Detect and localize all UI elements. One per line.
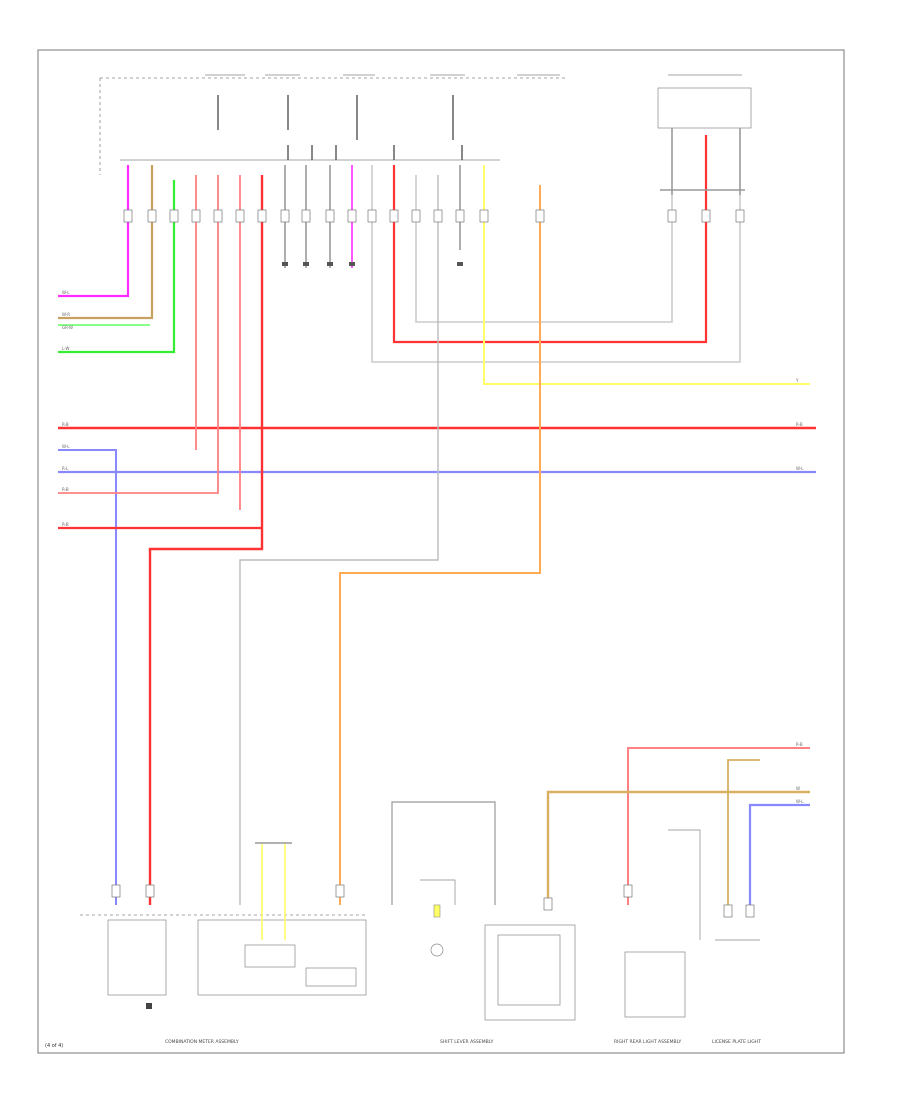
wire-light-gray-loop (371, 165, 741, 363)
wire-yellow (483, 165, 810, 385)
wire-tag: GR-W (62, 325, 73, 330)
right-wire-tags: Y R-B W-L R-B W W-L (795, 378, 804, 804)
component-label: RIGHT REAR LIGHT ASSEMBLY (614, 1039, 682, 1045)
wire-light-red-lower (627, 747, 810, 905)
wire-gray-lower (391, 801, 496, 905)
wire-light-red-2 (58, 175, 219, 494)
wire-tag: W (796, 786, 800, 791)
diagram-frame (37, 49, 845, 1054)
top-terminal-stubs (217, 95, 463, 160)
wire-tag: R-B (62, 422, 69, 427)
left-wire-tags: W-L W-R GR-W L-W R-B W-L R-L R-B R-B (62, 290, 73, 527)
component-label: COMBINATION METER ASSEMBLY (165, 1039, 239, 1045)
wire-blue-drop (58, 449, 117, 905)
page-code: (4 of 4) (45, 1043, 63, 1049)
meter-yellow-wires (255, 842, 292, 940)
wire-pink (58, 165, 130, 298)
wire-tag: R-L (62, 466, 69, 471)
component-label: SHIFT LEVER ASSEMBLY (440, 1039, 494, 1045)
wire-tag: W-R (62, 312, 70, 317)
wire-tag: R-B (796, 422, 803, 427)
wire-light-gray-2 (415, 175, 673, 323)
wire-tag: R-B (62, 522, 69, 527)
wire-tag: L-W (62, 346, 69, 351)
wire-green (58, 180, 176, 354)
wire-tan-lower (546, 790, 810, 905)
component-label: LICENSE PLATE LIGHT (712, 1039, 761, 1045)
wire-tag: R-B (796, 742, 803, 747)
wire-tag: W-L (62, 444, 70, 449)
ground-markers (282, 262, 463, 266)
license-plate-light-block: LICENSE PLATE LIGHT (712, 939, 761, 1045)
wire-red-right (392, 135, 708, 344)
wire-tag: W-L (796, 799, 804, 804)
wire-blue-lower (748, 803, 810, 905)
wire-red-meter (148, 175, 264, 905)
wire-tan-2 (727, 759, 760, 905)
combination-meter-block: COMBINATION METER ASSEMBLY (80, 914, 367, 1045)
wire-tag: Y (795, 378, 799, 383)
wire-tag: W-L (796, 466, 804, 471)
connector-plugs (111, 209, 755, 918)
shift-lever-block: SHIFT LEVER ASSEMBLY (420, 879, 576, 1045)
right-rear-light-block: RIGHT REAR LIGHT ASSEMBLY (614, 829, 701, 1045)
wire-tag: R-B (62, 487, 69, 492)
wire-orange (339, 185, 541, 905)
right-connector-drops (660, 128, 745, 195)
upper-junction-block (99, 77, 752, 175)
wire-tag: W-L (62, 290, 70, 295)
wire-gray-shift (239, 175, 439, 905)
